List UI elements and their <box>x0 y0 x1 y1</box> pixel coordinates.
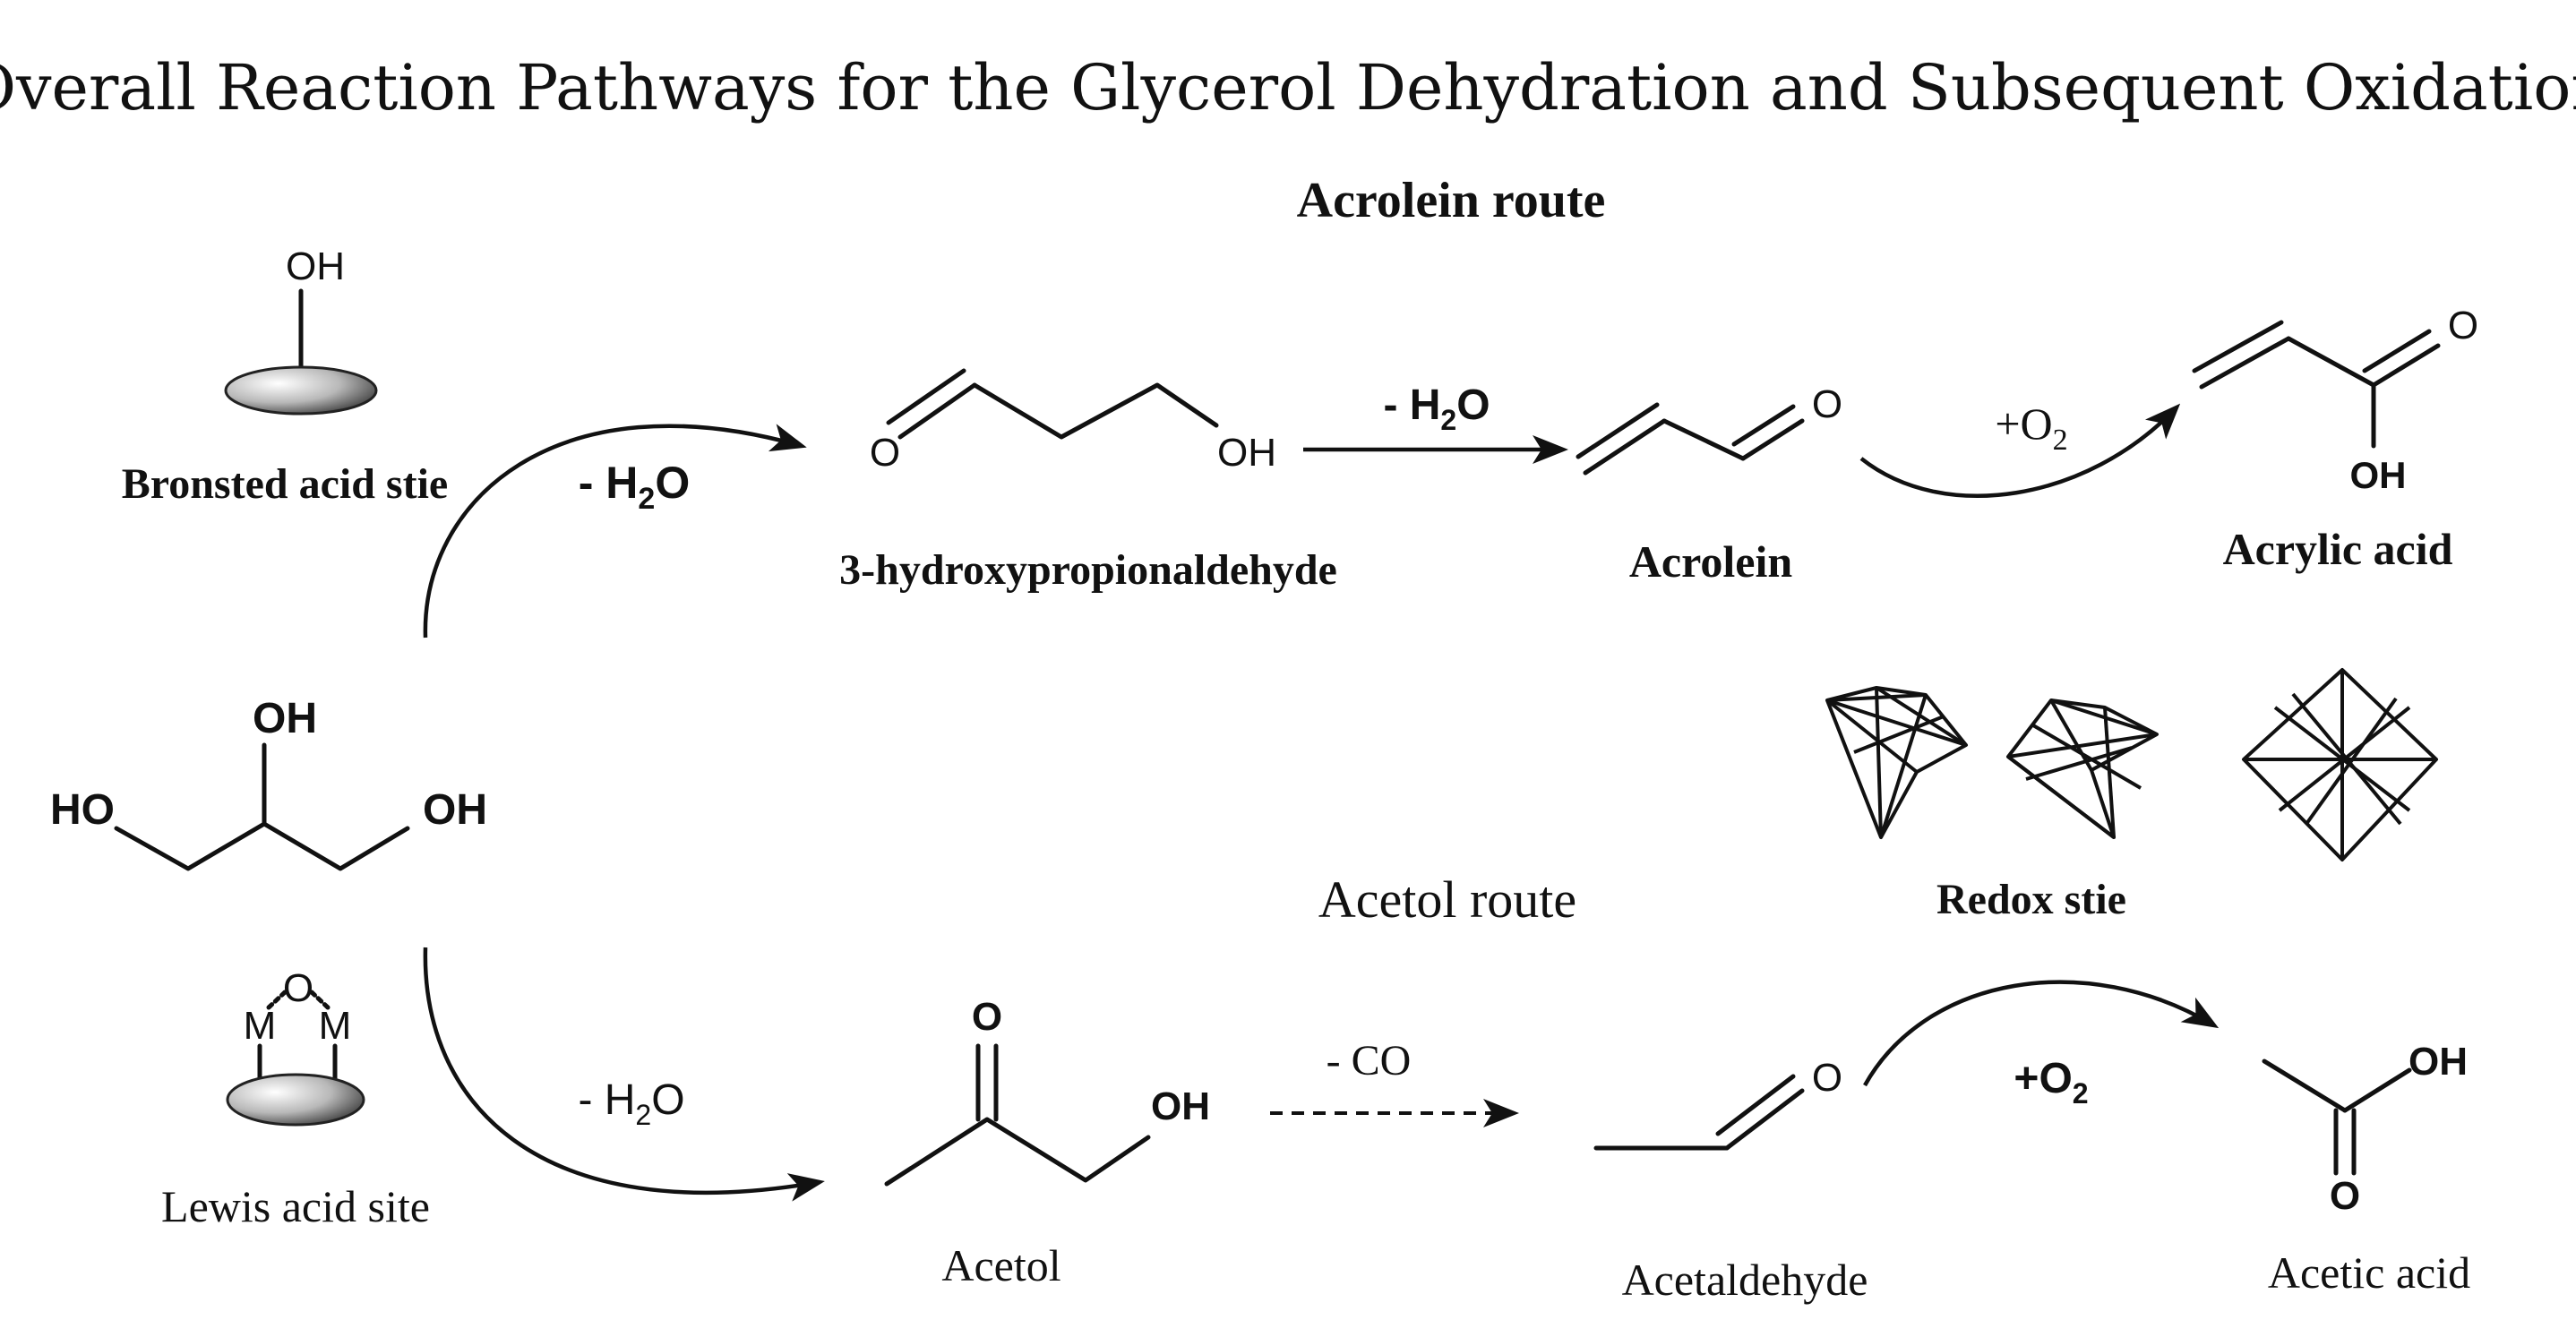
hpa-chain <box>972 382 1219 440</box>
label-minus-h2o-bottom: - H2O <box>578 1076 684 1131</box>
acetol-o-atom: O <box>972 995 1002 1039</box>
acetaldehyde-name-label: Acetaldehyde <box>1622 1255 1868 1305</box>
label-plus-o2-bottom: +O2 <box>2014 1055 2088 1110</box>
redox-site-label: Redox stie <box>1936 876 2126 923</box>
acrolein-o-atom: O <box>1812 382 1842 426</box>
acrylic-cc-bond-b <box>2192 320 2284 373</box>
acetic-acid-structure: OH O <box>2262 1040 2468 1218</box>
label-minus-h2o-top: - H2O <box>579 458 690 516</box>
glycerol-oh-right: OH <box>423 786 487 834</box>
lewis-support-disc <box>226 1073 365 1127</box>
acetic-oh-group: OH <box>2409 1040 2468 1084</box>
acrolein-co-bond-a <box>1740 418 1805 461</box>
acrylic-o-atom: O <box>2448 304 2478 347</box>
redox-polyhedron-1-icon <box>1825 686 1968 839</box>
acetol-structure: O OH <box>884 995 1210 1187</box>
acrolein-cc-bond-b <box>1576 402 1660 459</box>
lewis-acid-site-icon: O M M <box>226 966 365 1127</box>
scheme-title: Overall Reaction Pathways for the Glycer… <box>0 51 2576 124</box>
acetic-o-atom: O <box>2330 1174 2360 1218</box>
bronsted-acid-site-icon: OH <box>224 244 378 416</box>
bronsted-site-label: Bronsted acid stie <box>122 460 448 508</box>
bronsted-support-disc <box>224 365 378 416</box>
arrow-acrolein-to-acrylic <box>1859 403 2181 499</box>
acrolein-single-bond <box>1662 418 1746 461</box>
acetol-name-label: Acetol <box>941 1240 1060 1290</box>
acetaldehyde-structure: O <box>1593 1056 1842 1151</box>
glycerol-oh-top: OH <box>253 695 317 742</box>
hpa-co-bond-b <box>886 368 966 425</box>
acetol-chain <box>884 1117 1151 1187</box>
glycerol-ho-left: HO <box>50 786 115 834</box>
acrylic-co-bond-b <box>2362 329 2432 373</box>
acetic-acid-name-label: Acetic acid <box>2268 1247 2470 1298</box>
redox-polyhedron-3-icon <box>2242 668 2438 861</box>
acetaldehyde-o-atom: O <box>1812 1056 1842 1100</box>
acrylic-cc-bond-a <box>2199 336 2291 390</box>
lewis-bond-right <box>309 990 331 1010</box>
lewis-m2-atom: M <box>319 1004 352 1048</box>
glycerol-skeleton <box>114 821 410 871</box>
glycerol-structure: OH HO OH <box>50 695 487 871</box>
arrow-acetaldehyde-to-acetic <box>1863 980 2220 1087</box>
label-minus-h2o-hpa: - H2O <box>1383 381 1490 436</box>
arrow-glycerol-to-hpa <box>423 424 807 639</box>
bronsted-oh-group: OH <box>286 244 345 288</box>
hpa-co-bond-a <box>897 382 977 440</box>
acrylic-acid-structure: O OH <box>2192 304 2478 496</box>
hpa-oh-group: OH <box>1217 431 1276 475</box>
acetaldehyde-co-bond-b <box>1715 1074 1796 1136</box>
acetic-cc-bond <box>2262 1058 2348 1113</box>
acrylic-oh-group: OH <box>2350 454 2407 496</box>
hpa-name-label: 3-hydroxypropionaldehyde <box>839 546 1337 594</box>
lewis-bond-left <box>266 990 288 1010</box>
acrolein-structure: O <box>1576 382 1842 476</box>
lewis-m1-atom: M <box>244 1004 277 1048</box>
acrylic-acid-name-label: Acrylic acid <box>2223 524 2453 574</box>
acetol-oh-group: OH <box>1151 1084 1210 1128</box>
acrylic-co-bond-a <box>2371 343 2441 388</box>
acrolein-co-bond-b <box>1731 404 1796 447</box>
lewis-o-atom: O <box>283 966 313 1010</box>
label-plus-o2-top: +O2 <box>1995 399 2067 457</box>
hpa-structure: O OH <box>870 368 1276 475</box>
acrolein-route-label: Acrolein route <box>1297 173 1606 228</box>
acrolein-cc-bond-a <box>1583 418 1667 476</box>
lewis-site-label: Lewis acid site <box>161 1181 430 1231</box>
hpa-o-atom: O <box>870 431 900 475</box>
acrylic-single-bond <box>2286 336 2376 388</box>
arrow-glycerol-to-acetol <box>423 947 825 1202</box>
acetic-c-oh-bond <box>2342 1067 2412 1113</box>
acrolein-name-label: Acrolein <box>1629 536 1793 587</box>
acetol-route-label: Acetol route <box>1318 870 1576 929</box>
redox-polyhedron-2-icon <box>2006 698 2159 839</box>
label-minus-co: - CO <box>1327 1037 1412 1084</box>
acetaldehyde-co-bond-a <box>1724 1088 1805 1151</box>
